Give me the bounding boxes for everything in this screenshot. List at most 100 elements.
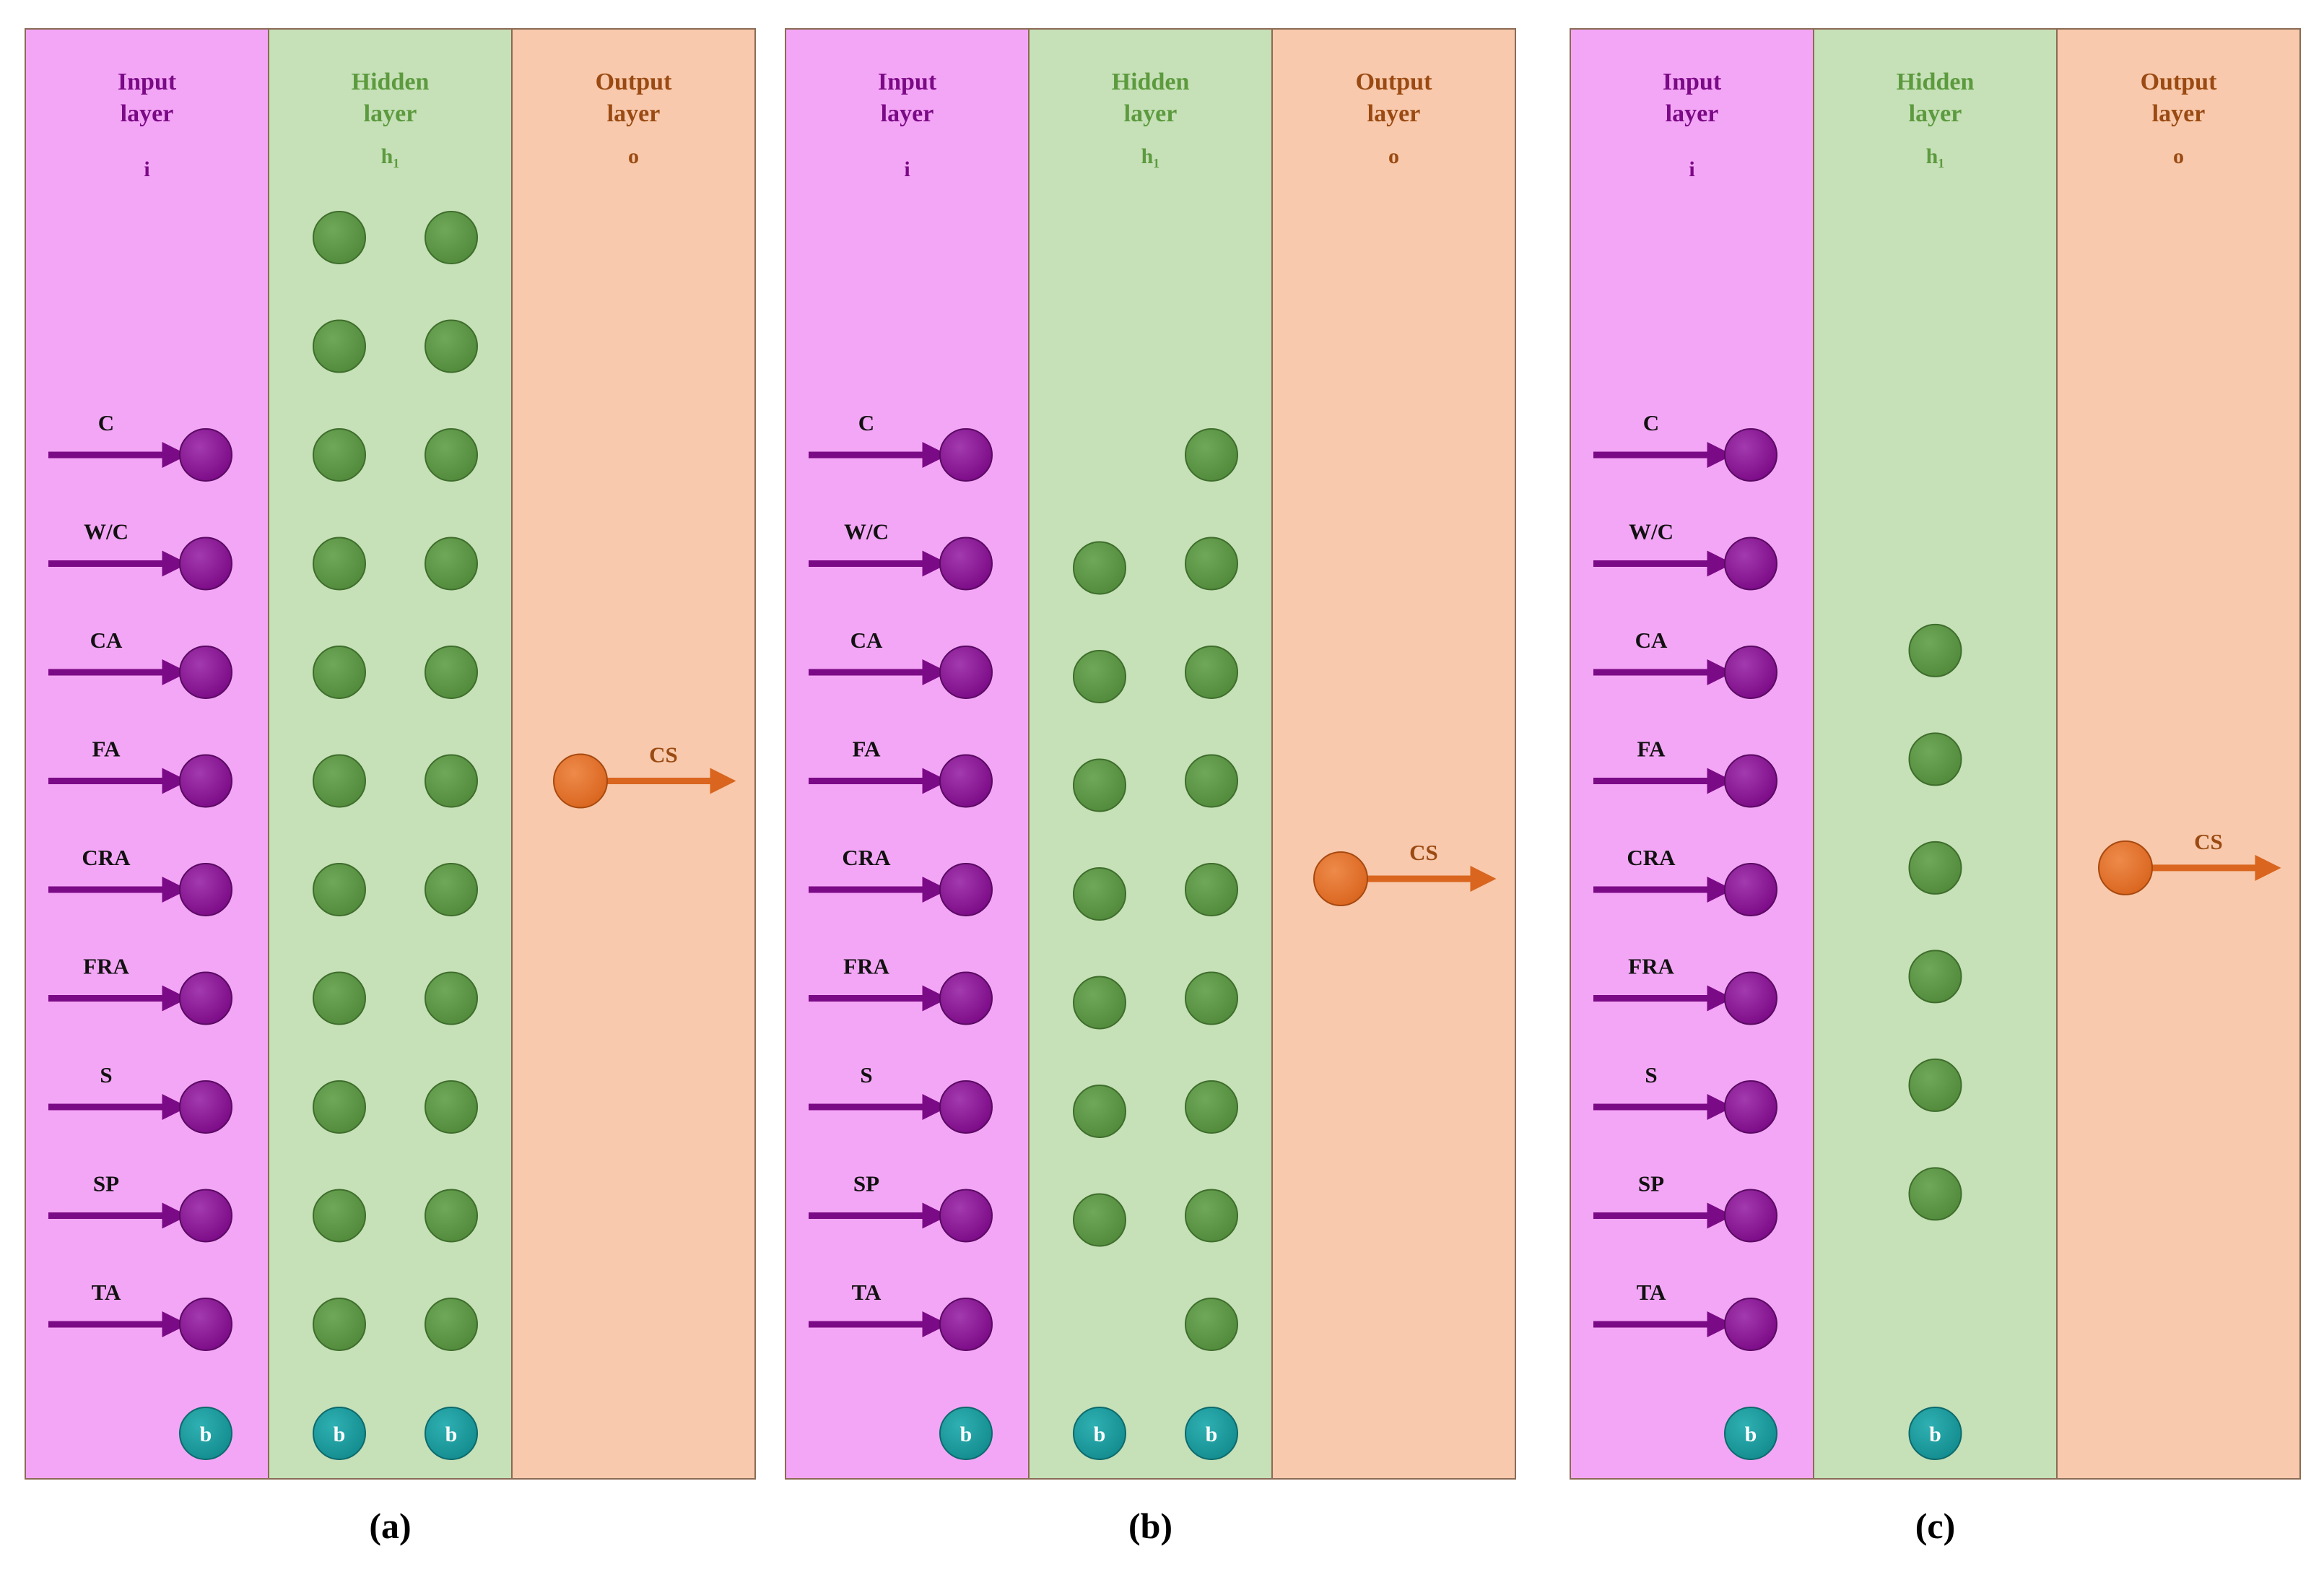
- input-variable-label: SP: [853, 1171, 879, 1197]
- hidden-node: [313, 1189, 366, 1243]
- input-layer-symbol: i: [904, 157, 910, 181]
- input-node: [1724, 537, 1777, 591]
- hidden-node: [425, 211, 478, 264]
- bias-label: b: [1929, 1423, 1941, 1446]
- output-layer-symbol: o: [628, 144, 639, 168]
- hidden-layer-title: layer: [1909, 100, 1962, 127]
- output-layer-symbol: o: [1388, 144, 1399, 168]
- hidden-node: [1185, 754, 1238, 808]
- output-node: [553, 753, 608, 809]
- hidden-layer-title: layer: [1124, 100, 1178, 127]
- input-node: [179, 428, 232, 482]
- input-node: [939, 971, 993, 1025]
- input-node: [939, 1298, 993, 1351]
- input-layer-title: layer: [121, 100, 174, 127]
- hidden-node: [1073, 1085, 1126, 1138]
- input-variable-label: TA: [1637, 1280, 1666, 1305]
- input-node: [179, 1080, 232, 1134]
- hidden-node: [313, 319, 366, 373]
- input-node: [1724, 428, 1777, 482]
- input-variable-label: S: [860, 1062, 872, 1087]
- hidden-node: [425, 863, 478, 916]
- output-layer-symbol: o: [2173, 144, 2184, 168]
- input-variable-label: CRA: [82, 845, 131, 870]
- hidden-layer-symbol: h₁: [1926, 144, 1945, 168]
- output-variable-label: CS: [649, 742, 678, 768]
- output-layer-column: [1271, 28, 1516, 1480]
- input-variable-label: CRA: [842, 845, 891, 870]
- input-node: [1724, 754, 1777, 808]
- hidden-layer-symbol: h₁: [381, 144, 400, 168]
- input-variable-label: TA: [92, 1280, 121, 1305]
- input-layer-column: [25, 28, 269, 1480]
- input-node: [939, 754, 993, 808]
- input-node: [179, 1298, 232, 1351]
- output-layer-title: Output: [596, 69, 672, 95]
- hidden-node: [1908, 732, 1962, 786]
- bias-node: [1073, 1407, 1126, 1460]
- hidden-node: [1908, 950, 1962, 1004]
- hidden-node: [425, 1080, 478, 1134]
- input-variable-label: FRA: [83, 954, 129, 979]
- hidden-node: [1908, 623, 1962, 677]
- hidden-layer-title: layer: [364, 100, 417, 127]
- bias-node: [425, 1407, 478, 1460]
- input-node: [1724, 1189, 1777, 1243]
- input-layer-column: [1570, 28, 1814, 1480]
- panel-caption: (b): [1128, 1506, 1172, 1546]
- input-layer-title: Input: [1663, 69, 1722, 95]
- input-variable-label: CRA: [1627, 845, 1676, 870]
- input-layer-title: layer: [1666, 100, 1719, 127]
- panel-caption: (a): [369, 1506, 411, 1546]
- bias-node: [1908, 1407, 1962, 1460]
- bias-label: b: [200, 1423, 212, 1446]
- hidden-node: [1185, 428, 1238, 482]
- output-layer-title: layer: [607, 100, 661, 127]
- input-layer-title: Input: [118, 69, 177, 95]
- hidden-node: [1908, 1058, 1962, 1112]
- input-node: [1724, 646, 1777, 699]
- bias-node: [1724, 1407, 1777, 1460]
- hidden-node: [1073, 976, 1126, 1030]
- output-layer-title: layer: [1367, 100, 1421, 127]
- input-node: [939, 863, 993, 916]
- input-variable-label: S: [1645, 1062, 1657, 1087]
- output-layer-column: [511, 28, 756, 1480]
- bias-node: [313, 1407, 366, 1460]
- hidden-node: [1073, 867, 1126, 921]
- bias-label: b: [334, 1423, 346, 1446]
- hidden-node: [1073, 758, 1126, 812]
- hidden-node: [313, 646, 366, 699]
- input-variable-label: CA: [850, 628, 883, 653]
- output-layer-title: layer: [2152, 100, 2206, 127]
- output-variable-label: CS: [2194, 829, 2223, 854]
- bias-label: b: [445, 1423, 458, 1446]
- input-node: [939, 537, 993, 591]
- hidden-node: [1908, 841, 1962, 895]
- input-layer-title: Input: [878, 69, 937, 95]
- hidden-node: [425, 319, 478, 373]
- input-layer-symbol: i: [1689, 157, 1694, 181]
- input-variable-label: W/C: [1629, 519, 1674, 544]
- input-variable-label: W/C: [84, 519, 129, 544]
- input-variable-label: C: [1643, 410, 1659, 435]
- input-variable-label: FA: [852, 737, 881, 762]
- hidden-node: [1185, 1189, 1238, 1243]
- hidden-node: [425, 646, 478, 699]
- hidden-node: [425, 537, 478, 591]
- hidden-node: [425, 754, 478, 808]
- output-variable-label: CS: [1409, 840, 1438, 865]
- input-variable-label: FRA: [1628, 954, 1674, 979]
- hidden-node: [313, 537, 366, 591]
- hidden-node: [313, 971, 366, 1025]
- input-layer-column: [785, 28, 1030, 1480]
- input-variable-label: FRA: [843, 954, 889, 979]
- hidden-node: [313, 211, 366, 264]
- input-node: [1724, 971, 1777, 1025]
- input-node: [179, 863, 232, 916]
- hidden-node: [1185, 863, 1238, 916]
- hidden-node: [1908, 1167, 1962, 1221]
- input-node: [939, 1189, 993, 1243]
- hidden-node: [313, 1298, 366, 1351]
